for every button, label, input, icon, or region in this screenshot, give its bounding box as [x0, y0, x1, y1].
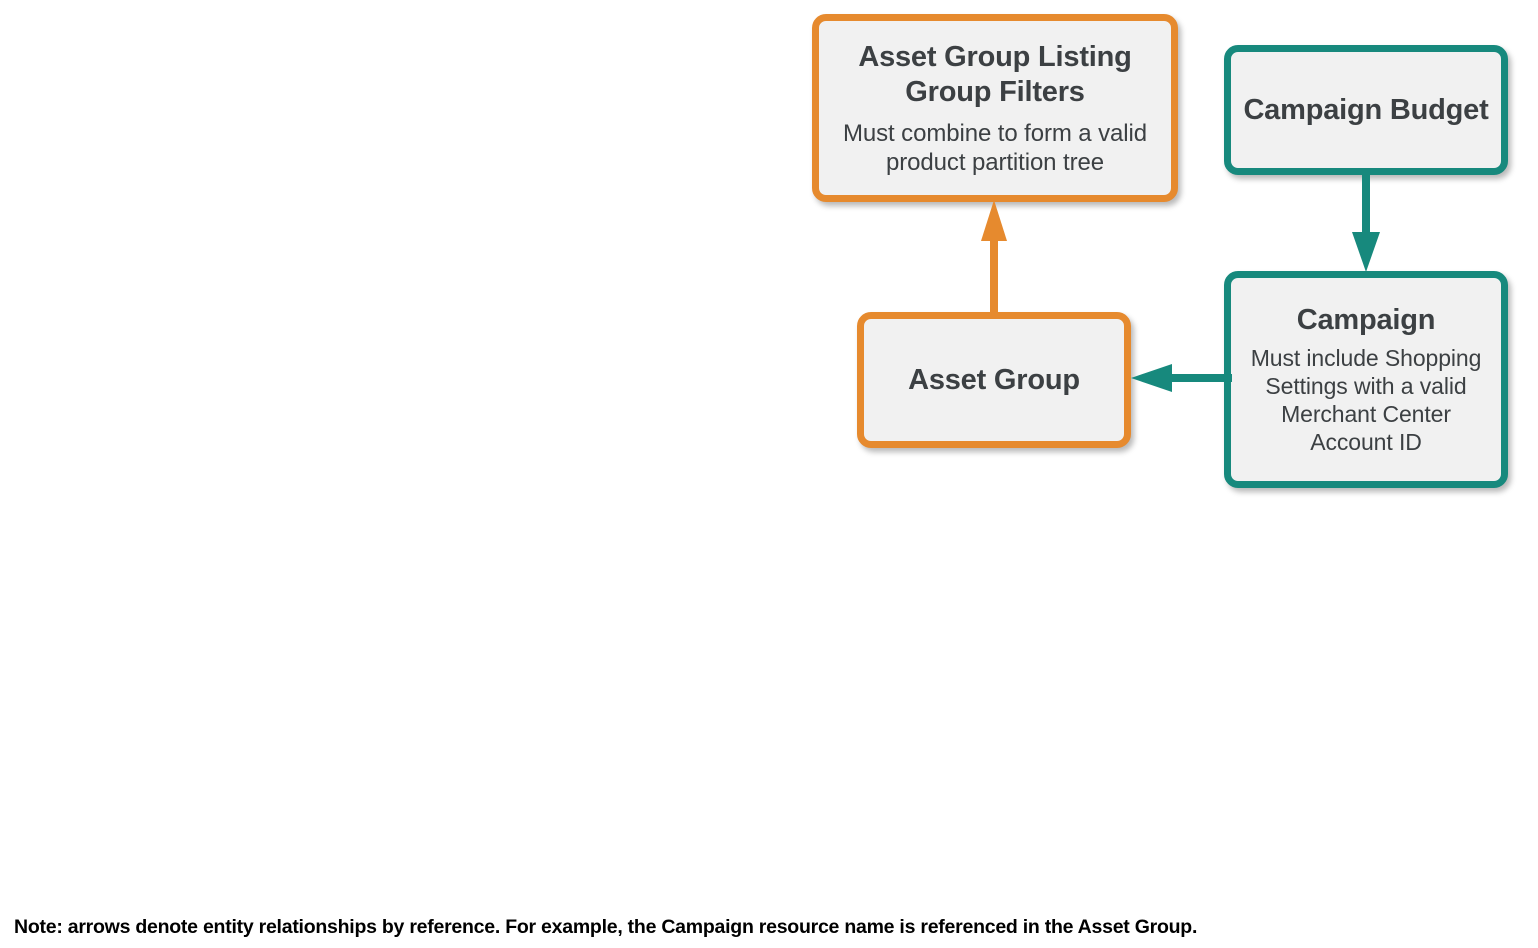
node-title: Campaign [1296, 304, 1436, 336]
node-subtitle: Must combine to form a valid product par… [843, 119, 1147, 176]
node-title: Asset Group Listing Group Filters [858, 40, 1132, 108]
node-asset-group[interactable]: Asset Group [857, 312, 1131, 448]
arrow-asset-group-to-listing-group-filters [981, 200, 1007, 318]
node-title: Asset Group [908, 363, 1080, 396]
node-title: Campaign Budget [1243, 93, 1489, 126]
node-campaign-budget[interactable]: Campaign Budget [1224, 45, 1508, 175]
node-asset-group-listing-group-filters[interactable]: Asset Group Listing Group Filters Must c… [812, 14, 1178, 202]
node-subtitle: Must include Shopping Settings with a va… [1250, 345, 1482, 455]
node-campaign[interactable]: Campaign Must include Shopping Settings … [1224, 271, 1508, 488]
arrow-campaign-budget-to-campaign [1352, 172, 1380, 272]
arrow-campaign-to-asset-group [1131, 364, 1232, 392]
diagram-note: Note: arrows denote entity relationships… [14, 916, 1198, 938]
